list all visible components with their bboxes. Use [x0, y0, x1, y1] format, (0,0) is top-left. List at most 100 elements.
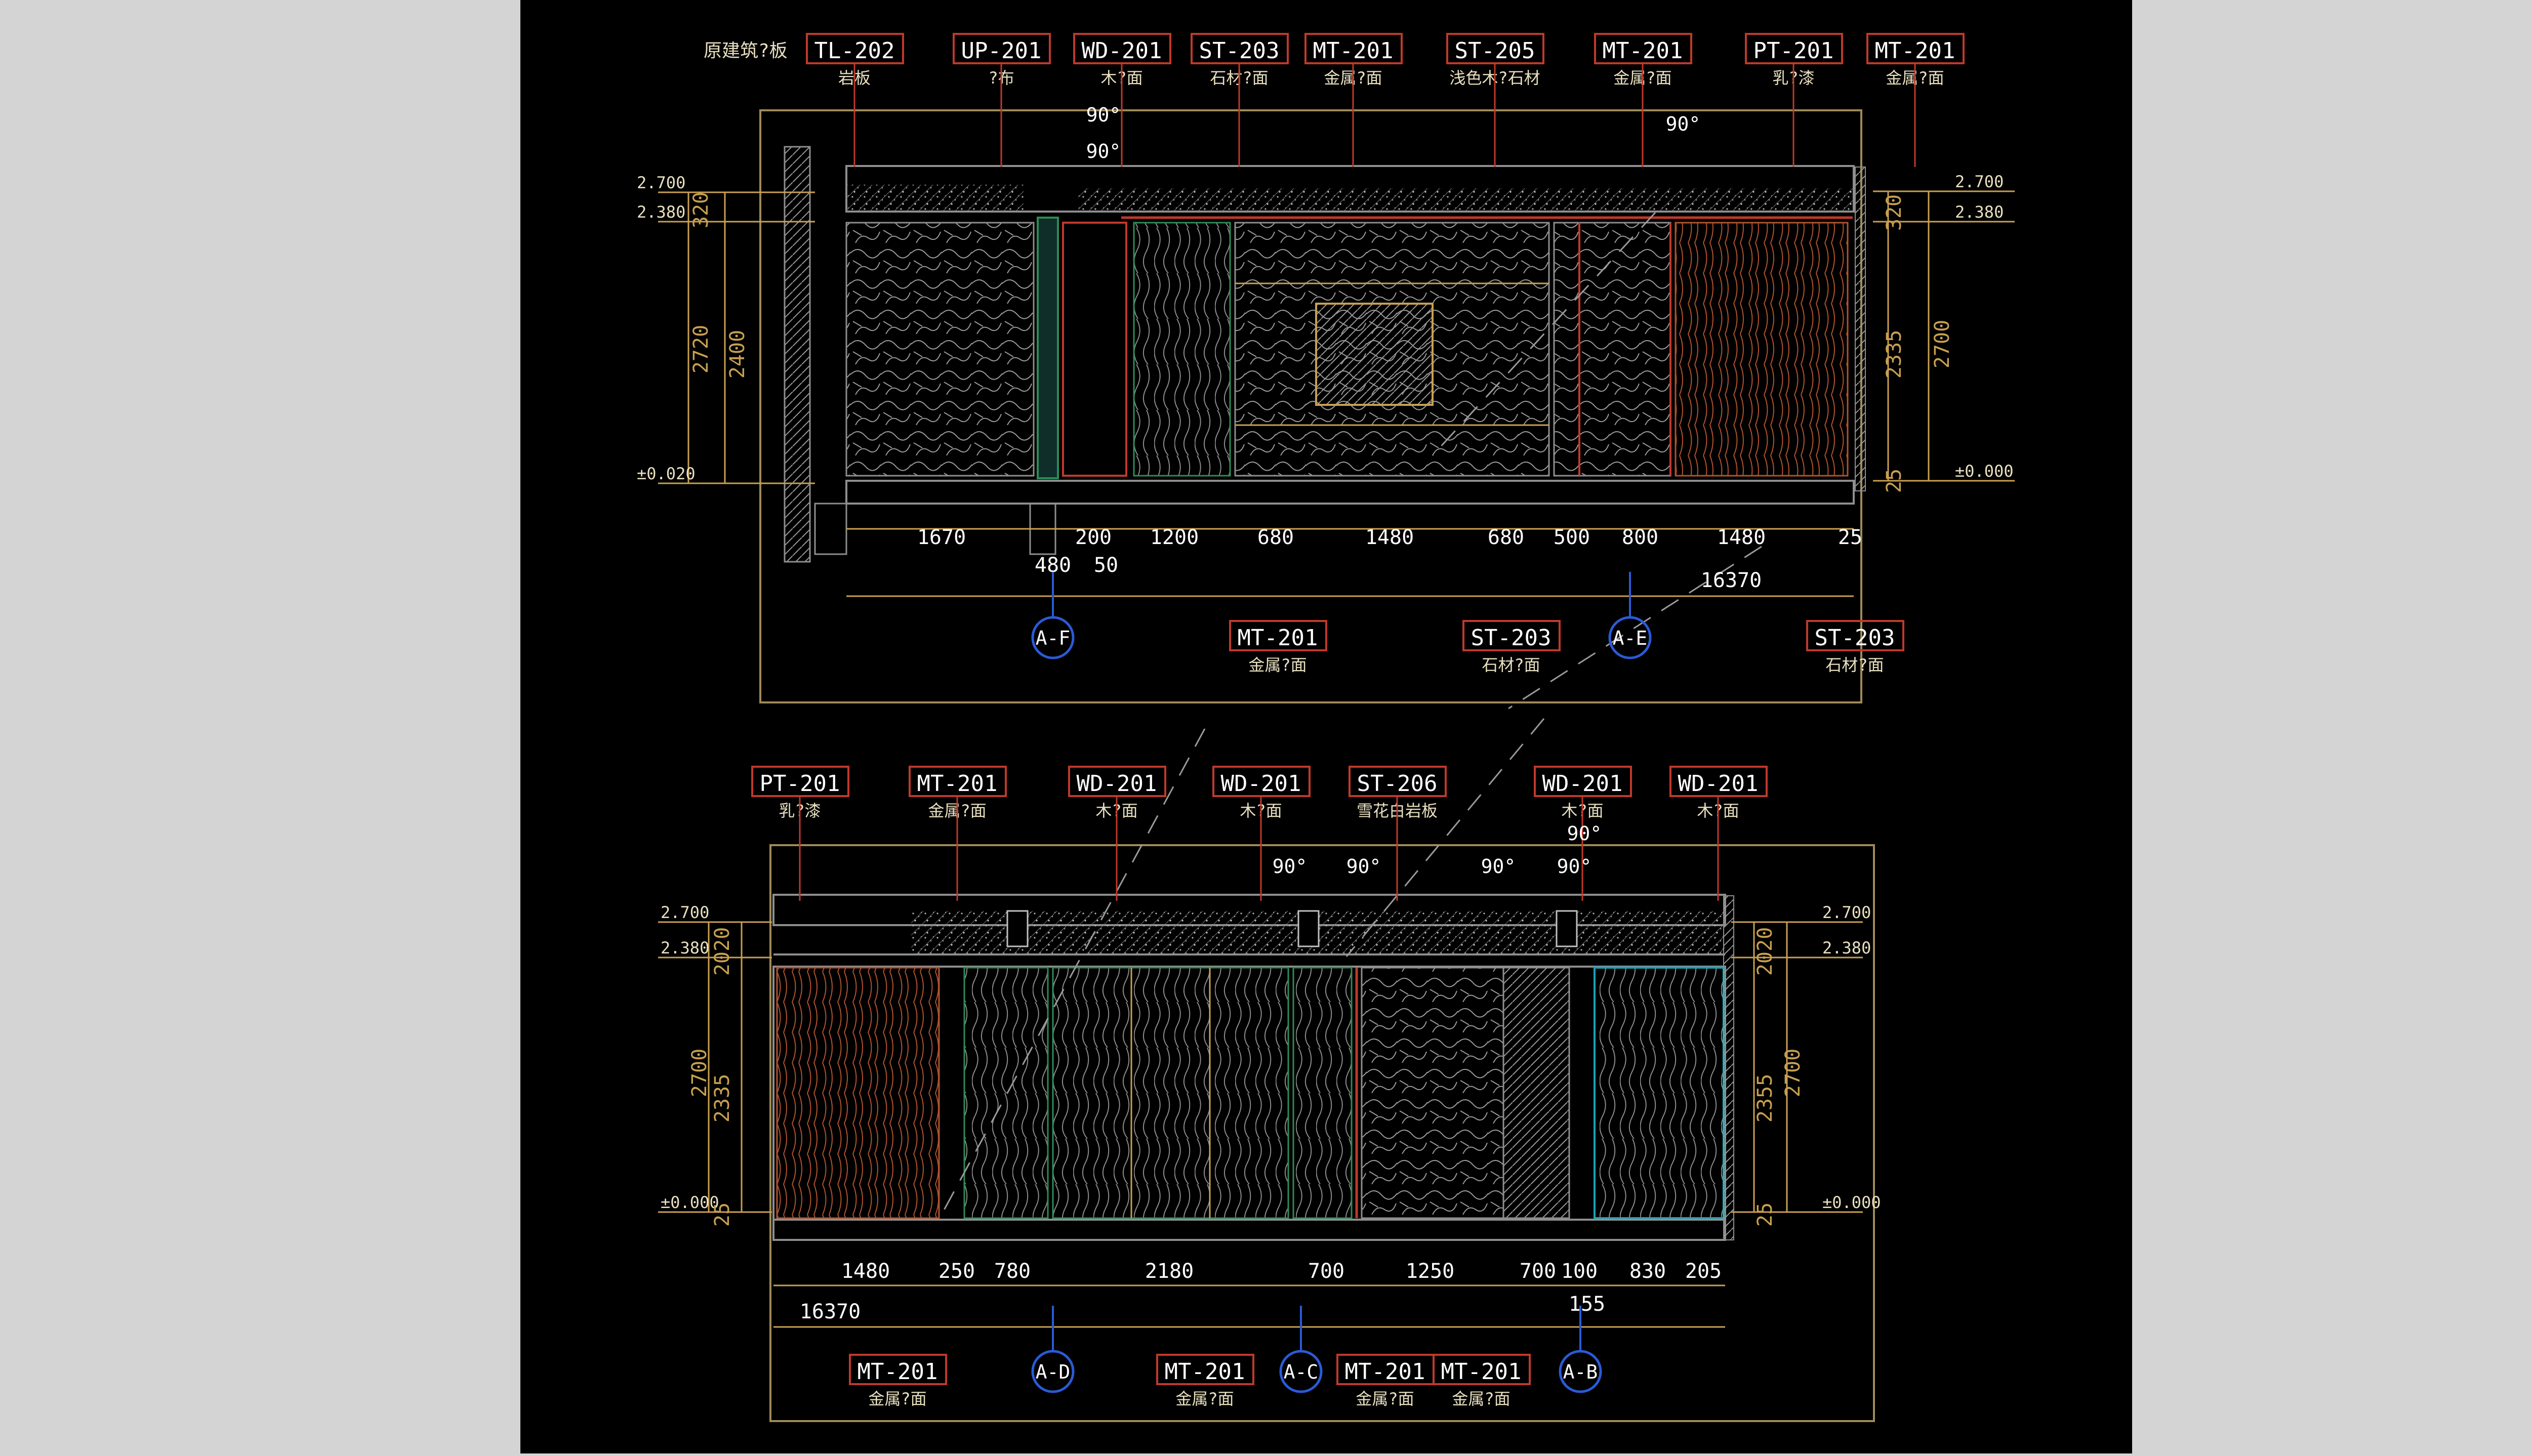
material-desc: 金属?面	[1356, 1389, 1414, 1408]
grid-label: A-B	[1563, 1361, 1598, 1383]
lower-left-dim-3: 25	[711, 1202, 734, 1227]
upper-right-level-0: 2.700	[1955, 172, 2004, 191]
curtain-lower	[776, 967, 940, 1219]
material-desc: 石材?面	[1825, 655, 1884, 675]
material-code: MT-201	[1313, 38, 1394, 64]
upper-left-dim-2: 2720	[689, 325, 713, 373]
lower-left-dim-2: 2335	[711, 1074, 734, 1122]
material-code: MT-201	[1238, 625, 1318, 651]
upper-angle-2: 90°	[1666, 113, 1701, 135]
lower-left-level-1: 2.380	[661, 938, 709, 958]
lower-grid-bubble-1: A-C	[1279, 1306, 1323, 1393]
upper-left-dim-0: 320	[689, 192, 713, 228]
lower-bottom-tag-2: MT-201 金属?面	[1336, 1354, 1435, 1408]
material-code: MT-201	[1345, 1359, 1425, 1385]
upper-bottom-dim-7: 680	[1488, 526, 1524, 549]
ceiling-concrete	[846, 185, 1024, 212]
material-code: WD-201	[1542, 771, 1623, 797]
upper-right-dim-2: 2700	[1931, 320, 1954, 368]
grid-label: A-F	[1036, 627, 1071, 649]
grid-label: A-D	[1036, 1361, 1071, 1383]
curtain-upper	[1675, 222, 1849, 477]
upper-right-dim-0: 320	[1883, 194, 1906, 231]
upper-bottom-dim-9: 800	[1622, 526, 1658, 549]
upper-bottom-dim-0: 1670	[917, 526, 966, 549]
material-code: TL-202	[814, 38, 895, 64]
upper-bottom-dim-3: 50	[1094, 554, 1118, 577]
material-code: WD-201	[1077, 771, 1157, 797]
upper-angle-0: 90°	[1086, 104, 1121, 126]
material-code: MT-201	[1441, 1359, 1522, 1385]
upper-grid-bubble-left: A-F	[1031, 572, 1075, 659]
lower-right-dim-0: 2020	[1753, 927, 1777, 976]
lower-left-level-2: ±0.000	[661, 1193, 719, 1212]
lower-grid-bubble-2: A-B	[1559, 1306, 1602, 1393]
stone-panel-lower	[1361, 967, 1504, 1219]
lower-bottom-dim-7: 100	[1561, 1260, 1598, 1283]
material-code: ST-206	[1357, 771, 1438, 797]
material-code: MT-201	[858, 1359, 938, 1385]
material-desc: 金属?面	[868, 1389, 926, 1408]
upper-right-level-1: 2.380	[1955, 202, 2004, 222]
material-code: ST-205	[1455, 38, 1535, 64]
lower-left-level-0: 2.700	[661, 903, 709, 922]
lower-angle-4: 90°	[1567, 822, 1602, 845]
upper-grid-bubble-right: A-E	[1608, 572, 1652, 659]
upper-bottom-dim-2: 200	[1075, 526, 1112, 549]
lower-bottom-dim-3: 2180	[1145, 1260, 1194, 1283]
lower-frame	[769, 844, 1875, 1422]
upper-left-level-0: 2.700	[637, 173, 685, 192]
lower-right-dim-2: 2700	[1781, 1049, 1805, 1097]
lower-right-level-2: ±0.000	[1822, 1193, 1881, 1212]
material-code: WD-201	[1221, 771, 1301, 797]
stone-panel-left	[845, 222, 1035, 477]
upper-right-level-2: ±0.000	[1955, 462, 2014, 481]
material-code: WD-201	[1678, 771, 1759, 797]
tv-screen	[1315, 303, 1434, 406]
lower-bottom-dim-1: 250	[938, 1260, 975, 1283]
upper-top-tag-1: UP-201?布	[953, 33, 1051, 167]
lower-angle-1: 90°	[1346, 855, 1381, 878]
upper-bottom-dim-4: 1200	[1150, 526, 1199, 549]
lower-bottom-dim-6: 700	[1520, 1260, 1556, 1283]
upper-left-level-2: ±0.020	[637, 464, 696, 483]
upper-right-dim-1: 2335	[1883, 330, 1906, 379]
lower-bottom-dim-9: 205	[1685, 1260, 1722, 1283]
upper-total-dim: 16370	[1701, 569, 1762, 592]
material-code: PT-201	[760, 771, 840, 797]
left-wall-section	[784, 146, 811, 563]
lower-right-dim-1: 2355	[1753, 1074, 1777, 1122]
lower-angle-2: 90°	[1481, 855, 1516, 878]
lower-right-level-0: 2.700	[1822, 903, 1871, 922]
lower-right-dim-3: 25	[1753, 1202, 1777, 1227]
material-code: MT-201	[917, 771, 998, 797]
material-code: MT-201	[1603, 38, 1683, 64]
lower-right-level-1: 2.380	[1822, 938, 1871, 958]
material-code: UP-201	[961, 38, 1042, 64]
lower-left-dim-1: 2700	[688, 1049, 711, 1097]
material-code: ST-203	[1815, 625, 1895, 651]
upper-bottom-dim-8: 500	[1554, 526, 1590, 549]
upper-right-dim-3: 25	[1883, 469, 1906, 493]
lower-total-dim: 16370	[800, 1300, 861, 1323]
material-desc: 金属?面	[1452, 1389, 1510, 1408]
lower-sub-dim: 155	[1569, 1293, 1605, 1316]
upper-left-dim-1: 2400	[726, 330, 749, 379]
lower-angle-3: 90°	[1557, 855, 1592, 878]
